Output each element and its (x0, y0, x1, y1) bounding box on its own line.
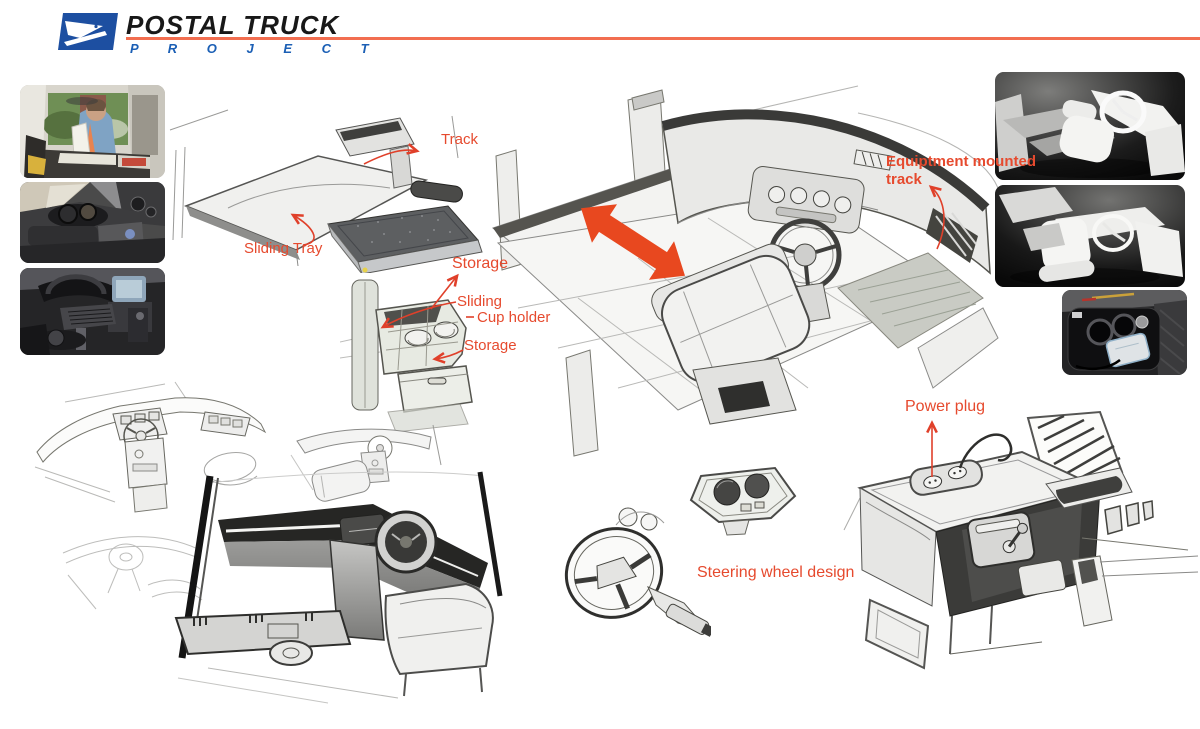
page-subtitle: P R O J E C T (130, 41, 382, 56)
page-title: POSTAL TRUCK (126, 10, 340, 40)
sliding-arrow (380, 301, 457, 329)
label-storage-top: Storage (452, 255, 509, 272)
eagle-head-icon (65, 21, 103, 38)
usps-eagle-logo (58, 13, 118, 50)
eagle-eye-icon (94, 24, 98, 29)
label-power-plug: Power plug (905, 398, 986, 415)
photo-console-power-plug (1062, 290, 1187, 375)
photo-mail-carrier-in-truck (20, 85, 165, 178)
label-equipment-track-line1: Equiptment mounted (886, 153, 1036, 170)
label-steering-wheel-design: Steering wheel design (697, 564, 855, 581)
eagle-swoosh-icon (64, 31, 107, 46)
photo-cab-equipment (20, 268, 165, 355)
header-accent-line (126, 37, 1200, 40)
label-equipment-track-line2: track (886, 171, 922, 188)
render-interior-overview (995, 72, 1185, 180)
label-storage-bottom: Storage (464, 337, 517, 354)
track-arrow (363, 143, 420, 165)
render-interior-seat-view (995, 185, 1185, 287)
label-track: Track (441, 131, 478, 148)
label-sliding-tray: Sliding Tray (244, 240, 323, 257)
equipment-track-arrow (928, 185, 945, 250)
storage-bottom-arrow (432, 349, 464, 364)
label-cup-holder: Cup holder (477, 309, 551, 326)
sliding-tray-arrow (290, 213, 315, 246)
storage-top-arrow (430, 273, 459, 310)
label-sliding: Sliding (457, 293, 503, 310)
photo-console-cup-holders (20, 182, 165, 263)
